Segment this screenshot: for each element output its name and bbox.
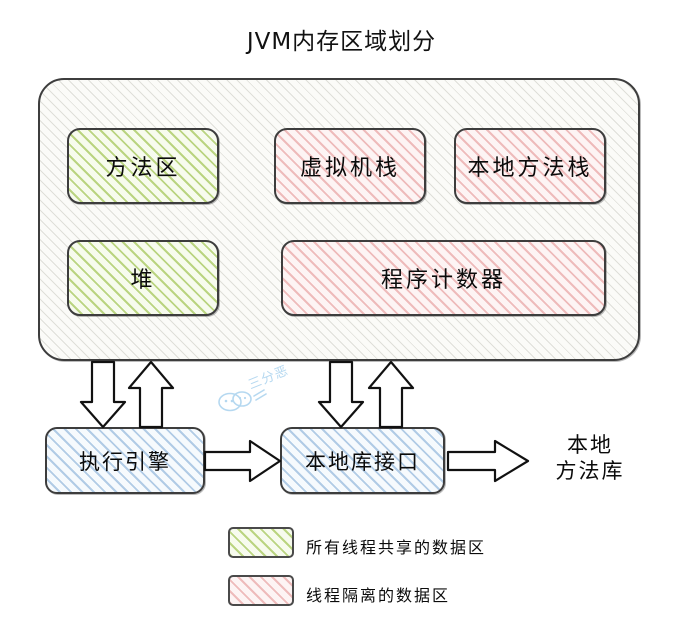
runtime-data-area-container <box>38 78 640 361</box>
arrow-interface-to-library <box>446 439 530 483</box>
legend-swatch-isolated <box>228 575 294 606</box>
legend-label-isolated: 线程隔离的数据区 <box>306 586 451 605</box>
memory-block-method-area[interactable]: 方法区 <box>67 128 219 204</box>
chat-bubbles-icon <box>218 389 267 412</box>
arrow-engine-to-interface <box>203 439 282 483</box>
execution-engine-box[interactable]: 执行引擎 <box>45 427 205 494</box>
arrow-down-left <box>79 360 127 429</box>
legend-label-shared: 所有线程共享的数据区 <box>306 538 487 557</box>
memory-block-heap[interactable]: 堆 <box>67 240 219 316</box>
native-library-label: 本地 方法库 <box>540 432 640 484</box>
memory-block-program-counter[interactable]: 程序计数器 <box>281 240 606 316</box>
memory-block-native-method-stack[interactable]: 本地方法栈 <box>454 128 606 204</box>
watermark: 三分恶 <box>216 363 312 412</box>
native-library-line2: 方法库 <box>555 459 625 483</box>
arrow-up-left <box>127 360 175 429</box>
arrow-up-right <box>367 360 415 429</box>
native-interface-box[interactable]: 本地库接口 <box>280 427 445 494</box>
arrow-down-right <box>317 360 365 429</box>
memory-block-vm-stack[interactable]: 虚拟机栈 <box>274 128 426 204</box>
page-title: JVM内存区域划分 <box>246 29 437 55</box>
watermark-text: 三分恶 <box>246 363 291 393</box>
native-library-line1: 本地 <box>567 433 613 457</box>
legend-swatch-shared <box>228 527 294 558</box>
